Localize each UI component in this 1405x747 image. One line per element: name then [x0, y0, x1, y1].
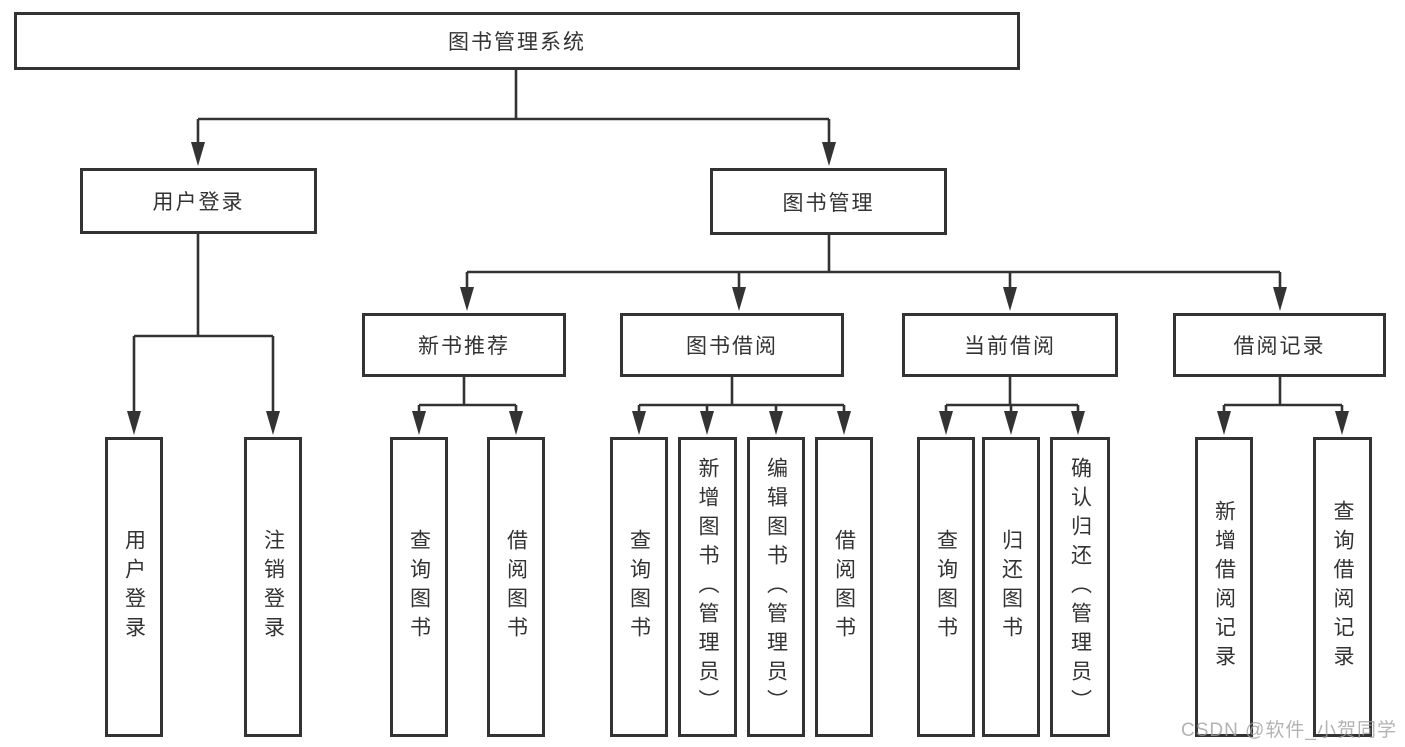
leaf-query-books-recommend: 查询图书 — [390, 437, 448, 737]
leaf-logout: 注销登录 — [244, 437, 302, 737]
node-book-borrow: 图书借阅 — [620, 313, 844, 377]
leaf-query-books-current: 查询图书 — [917, 437, 975, 737]
leaf-borrow-books: 借阅图书 — [815, 437, 873, 737]
node-book-management: 图书管理 — [710, 168, 947, 235]
leaf-user-login: 用户登录 — [105, 437, 163, 737]
leaf-borrow-books-recommend: 借阅图书 — [487, 437, 545, 737]
leaf-query-borrow-record: 查询借阅记录 — [1313, 437, 1372, 737]
leaf-add-borrow-record: 新增借阅记录 — [1195, 437, 1253, 737]
leaf-confirm-return-admin: 确认归还（管理员） — [1050, 437, 1110, 737]
leaf-query-books-borrow: 查询图书 — [610, 437, 668, 737]
node-root: 图书管理系统 — [14, 12, 1020, 70]
node-current-borrow: 当前借阅 — [902, 313, 1118, 377]
leaf-add-books-admin: 新增图书（管理员） — [678, 437, 737, 737]
node-new-book-recommend: 新书推荐 — [362, 313, 566, 377]
node-borrow-records: 借阅记录 — [1173, 313, 1386, 377]
node-user-login-branch: 用户登录 — [80, 168, 317, 234]
leaf-edit-books-admin: 编辑图书（管理员） — [747, 437, 805, 737]
leaf-return-books: 归还图书 — [982, 437, 1040, 737]
